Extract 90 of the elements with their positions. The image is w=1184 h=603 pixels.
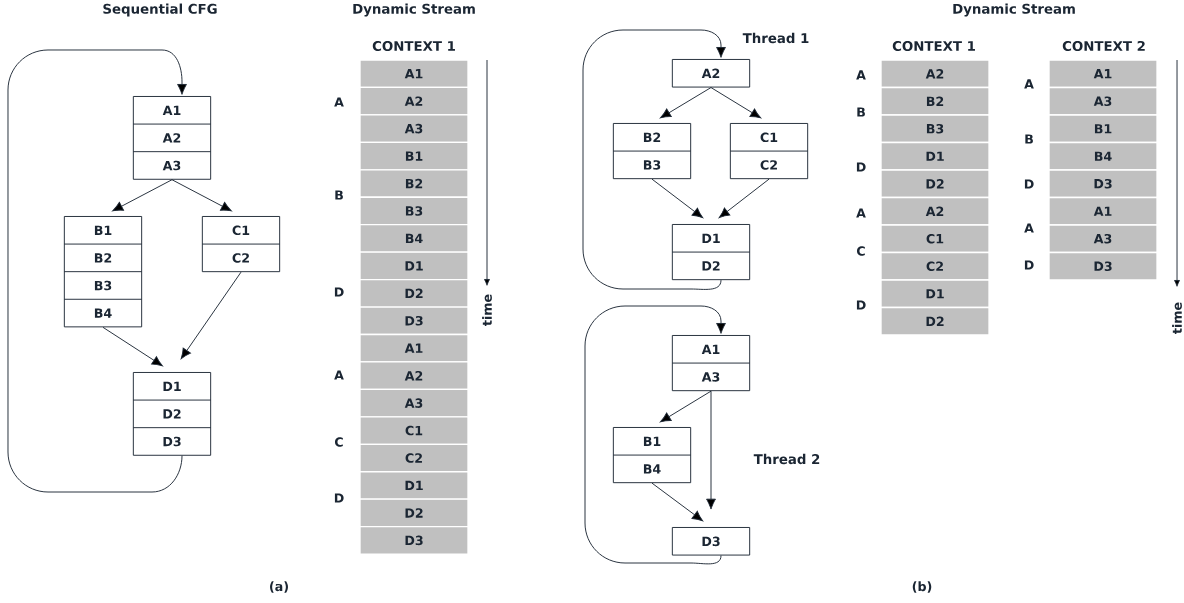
arrow	[660, 390, 712, 423]
block-letter: A	[1024, 223, 1034, 233]
block-letter: D	[1024, 260, 1034, 270]
column-heading: CONTEXT 1	[892, 40, 975, 52]
stream-cell: D3	[1048, 169, 1158, 199]
block-letter: D	[334, 287, 344, 297]
block-box: A1 A3	[671, 335, 751, 392]
stream-cell: B4	[1048, 141, 1158, 171]
panel-caption: (b)	[912, 581, 932, 593]
block-letter: D	[856, 300, 866, 310]
heading: Dynamic Stream	[953, 3, 1075, 17]
stream-cell: C2	[880, 251, 990, 281]
arrow	[651, 482, 704, 522]
stream-cell: D2	[880, 169, 990, 199]
arrow	[710, 87, 762, 119]
heading: Dynamic Stream	[353, 3, 475, 17]
stream-cell: D3	[359, 306, 469, 336]
stream-cell: A2	[359, 86, 469, 116]
time-label: time	[1172, 302, 1182, 334]
stream-cell: A1	[1048, 59, 1158, 89]
stream-cell: B2	[880, 86, 990, 116]
stream-cell: A1	[359, 333, 469, 363]
heading: Thread 1	[742, 32, 809, 44]
block-letter: A	[856, 208, 866, 218]
heading: Sequential CFG	[103, 3, 217, 17]
block-letter: A	[334, 370, 344, 380]
stream-cell: D2	[359, 498, 469, 528]
stream-cell: D2	[359, 278, 469, 308]
stream-cell: A3	[1048, 86, 1158, 116]
block-box: C1 C2	[729, 123, 809, 180]
stream-cell: D1	[880, 279, 990, 309]
stream-cell: D1	[359, 471, 469, 500]
stream-cell: D1	[880, 141, 990, 171]
stream-cell: A2	[359, 361, 469, 391]
block-letter: C	[335, 437, 343, 447]
stream-cell: D1	[359, 251, 469, 281]
stream-cell: A3	[359, 114, 469, 143]
stream-cell: B1	[359, 141, 469, 171]
stream-cell: B4	[359, 224, 469, 253]
block-box: B2 B3	[612, 123, 692, 180]
block-letter: B	[1025, 134, 1033, 144]
block-box: B1 B2 B3 B4	[63, 216, 143, 328]
arrow	[706, 390, 716, 510]
stream-cell: C1	[359, 416, 469, 445]
arrow	[651, 178, 704, 219]
block-letter: A	[856, 70, 866, 80]
stream-cell: D3	[1048, 251, 1158, 281]
loop-arrow	[582, 29, 726, 290]
stream-cell: B2	[359, 169, 469, 198]
block-letter: B	[335, 190, 343, 200]
panel-caption: (a)	[270, 581, 288, 593]
arrow	[660, 87, 712, 119]
stream-cell: A1	[1048, 196, 1158, 226]
block-box: D3	[671, 527, 751, 556]
arrow	[112, 179, 173, 212]
loop-arrow	[584, 305, 726, 565]
stream-cell: C2	[359, 443, 469, 473]
stream-cell: A2	[880, 196, 990, 226]
block-letter: A	[334, 97, 344, 107]
stream-cell: B3	[359, 196, 469, 226]
stream-cell: C1	[880, 224, 990, 254]
block-letter: C	[857, 246, 865, 256]
block-letter: D	[334, 493, 344, 503]
arrow	[171, 179, 232, 212]
stream-cell: A3	[359, 388, 469, 418]
column-heading: CONTEXT 1	[372, 40, 455, 52]
block-box: A1 A2 A3	[132, 96, 212, 180]
column-heading: CONTEXT 2	[1062, 40, 1145, 52]
block-letter: B	[857, 107, 865, 117]
arrow	[102, 326, 163, 367]
block-box: D1 D2 D3	[132, 372, 212, 456]
block-box: A2	[671, 59, 751, 88]
block-box: D1 D2	[671, 224, 751, 281]
stream-cell: B1	[1048, 114, 1158, 144]
stream-cell: A2	[880, 59, 990, 89]
block-box: C1 C2	[201, 216, 281, 273]
block-letter: A	[1024, 79, 1034, 89]
block-letter: D	[1024, 179, 1034, 189]
arrow	[718, 178, 770, 219]
block-box: B1 B4	[612, 427, 692, 484]
stream-cell: A1	[359, 59, 469, 89]
stream-cell: D3	[359, 526, 469, 555]
time-label: time	[482, 294, 492, 326]
block-letter: D	[856, 162, 866, 172]
loop-arrow	[7, 49, 187, 493]
stream-cell: B3	[880, 114, 990, 144]
heading: Thread 2	[753, 453, 820, 465]
stream-cell: A3	[1048, 224, 1158, 254]
arrow	[180, 271, 242, 360]
stream-cell: D2	[880, 306, 990, 336]
